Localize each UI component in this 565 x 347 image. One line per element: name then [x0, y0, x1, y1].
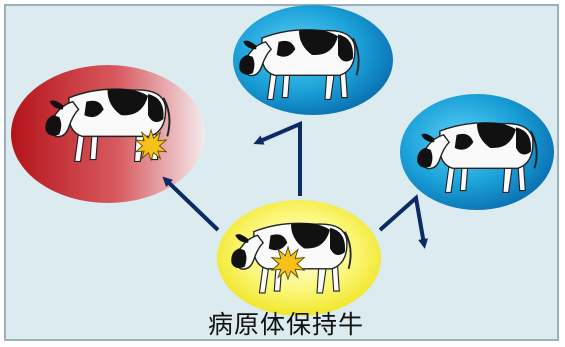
- arrow-to-top-cow: [253, 120, 302, 196]
- carrier-label: 病原体保持牛: [207, 310, 364, 339]
- arrow-to-infected: [162, 176, 220, 232]
- infected-cow-node: [11, 65, 205, 203]
- healthy-cow-node-top: [233, 5, 393, 115]
- transmission-arrows: [162, 120, 429, 249]
- arrow-to-right-cow: [378, 194, 429, 249]
- carrier-cow-node: [217, 200, 381, 316]
- healthy-cow-node-right: [400, 94, 554, 210]
